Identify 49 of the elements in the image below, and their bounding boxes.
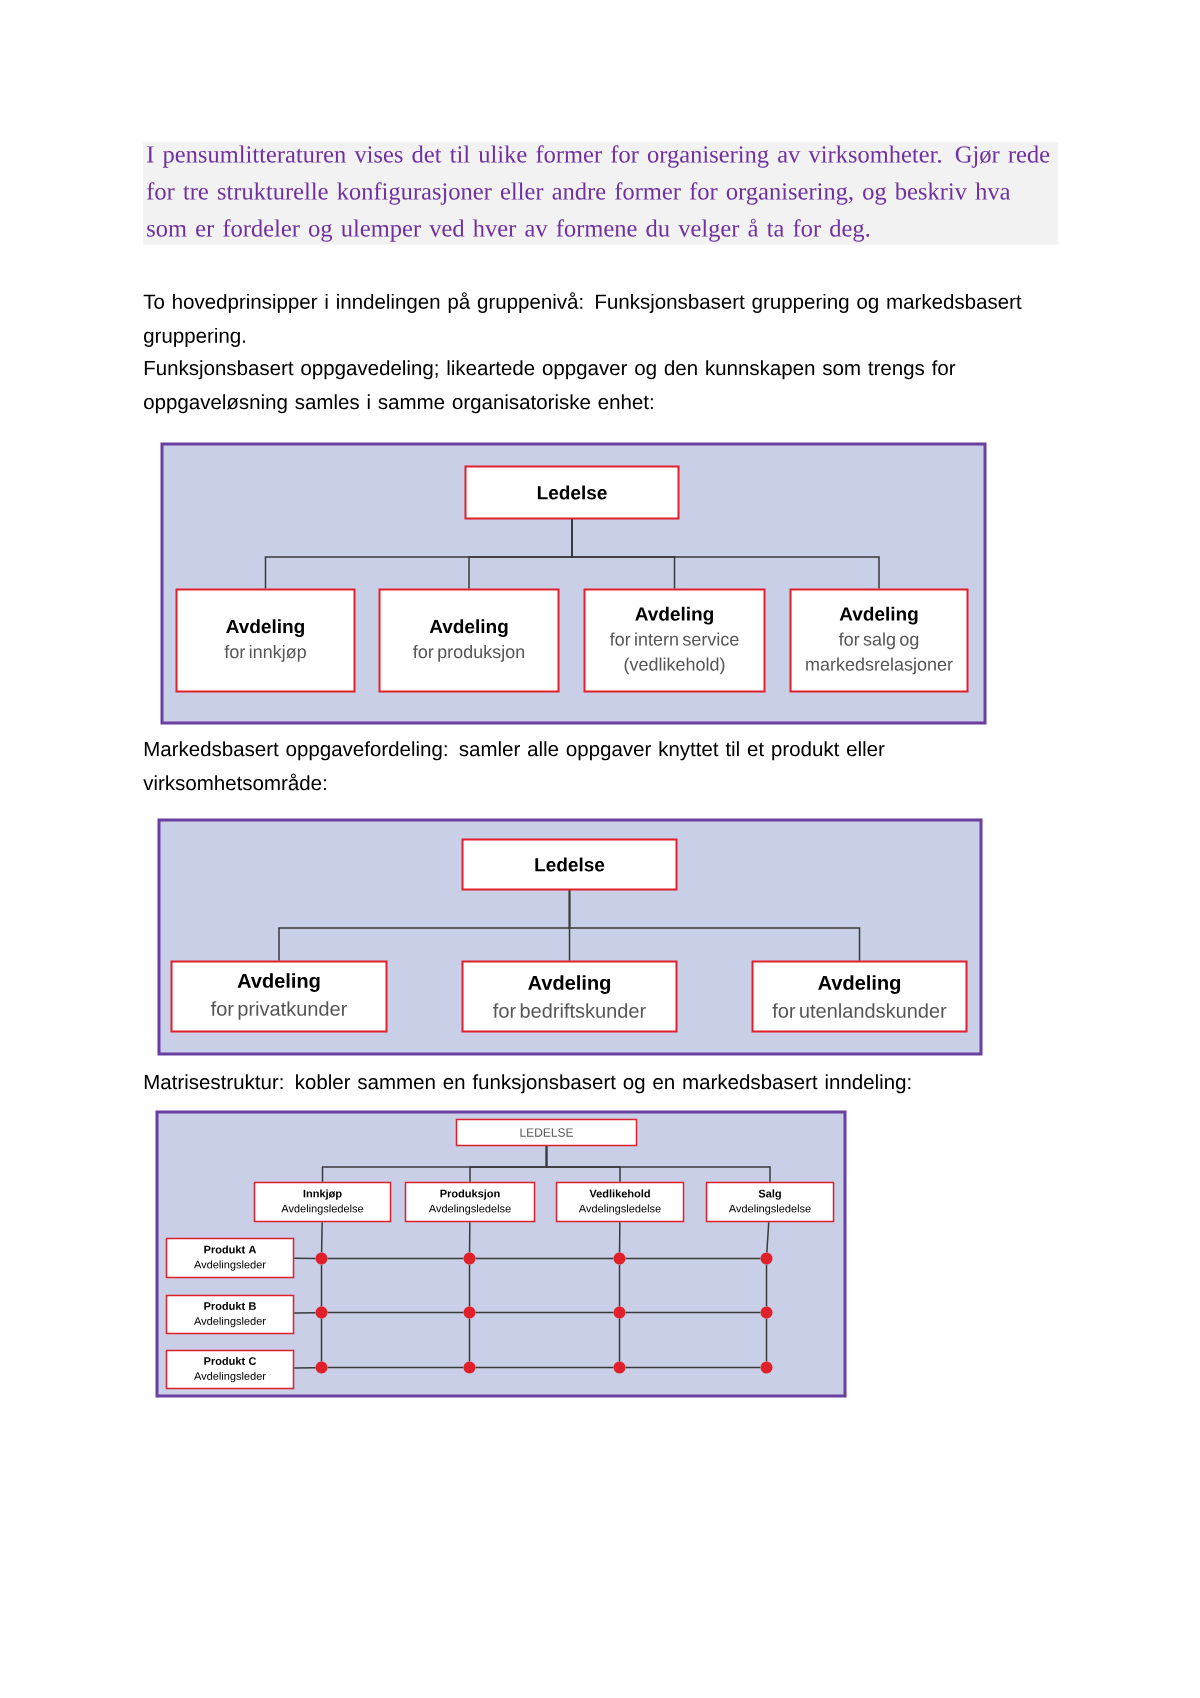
- connector-line: [571, 518, 880, 590]
- connector-line: [474, 1257, 615, 1260]
- connector-line: [545, 1145, 771, 1183]
- org-box: Avdeling for intern service (vedlikehold): [583, 588, 766, 693]
- org-box: Avdeling for utenlandskunder: [751, 960, 968, 1033]
- org-box: LEDELSE: [455, 1118, 638, 1147]
- connector-line: [618, 1221, 621, 1254]
- org-box: Produkt A Avdelingsleder: [165, 1237, 295, 1279]
- org-box: Avdeling for privatkunder: [170, 960, 388, 1033]
- body-text: Matrisestruktur: kobler sammen en funksjonsbasert og en markedsbasert inndeling:: [144, 1074, 911, 1094]
- org-box: Avdeling for innkjøp: [175, 588, 356, 693]
- connector-line: [624, 1366, 762, 1369]
- org-box: Ledelse: [461, 838, 678, 891]
- org-box: Salg Avdelingsledelse: [705, 1181, 835, 1223]
- body-text: Markedsbasert oppgavefordeling: samler alle oppgaver knyttet til et produkt eller virksomhetsområde:: [143, 741, 885, 791]
- connector-line: [293, 1257, 317, 1260]
- connector-line: [320, 1263, 323, 1308]
- body-text: Funksjonsbasert oppgavedeling; likeartede oppgaver og den kunnskapen som trengs for oppgaveløsning samles i samme organisatoriske enhet:: [144, 360, 956, 414]
- connector-line: [618, 1263, 621, 1308]
- question-block: I pensumlitteraturen vises det til ulike former for organisering av virksomheter. Gjør rede for tre strukturelle konfigurasjoner eller andre former for organisering, og beskriv hva som er fordeler og ulemper ved hver av formene du velger å ta for deg.: [143, 142, 1059, 245]
- org-box: Produkt C Avdelingsleder: [165, 1349, 295, 1390]
- connector-line: [474, 1366, 615, 1369]
- connector-line: [468, 1263, 471, 1308]
- org-box: Innkjøp Avdelingsledelse: [253, 1181, 392, 1223]
- org-box: Avdeling for bedriftskunder: [461, 960, 678, 1033]
- connector-line: [468, 1317, 471, 1363]
- connector-line: [326, 1311, 465, 1314]
- org-box: Produksjon Avdelingsledelse: [404, 1181, 536, 1223]
- org-box: Avdeling for produksjon: [378, 588, 560, 693]
- org-box: Avdeling for salg og markedsrelasjoner: [789, 588, 969, 693]
- connector-line: [766, 1221, 770, 1254]
- connector-line: [326, 1366, 465, 1369]
- connector-line: [320, 1221, 323, 1254]
- connector-line: [326, 1257, 465, 1260]
- connector-line: [293, 1311, 317, 1314]
- org-box: Vedlikehold Avdelingsledelse: [555, 1181, 685, 1223]
- body-text: To hovedprinsipper i inndelingen på gruppenivå: Funksjonsbasert gruppering og markedsbasert gruppering.: [143, 292, 1022, 347]
- connector-line: [320, 1317, 323, 1363]
- connector-line: [468, 1221, 471, 1254]
- connector-line: [765, 1263, 768, 1308]
- connector-line: [618, 1317, 621, 1363]
- connector-line: [568, 889, 861, 962]
- connector-line: [624, 1311, 762, 1314]
- connector-line: [474, 1311, 615, 1314]
- connector-line: [765, 1317, 768, 1363]
- org-box: Ledelse: [464, 465, 680, 520]
- org-box: Produkt B Avdelingsleder: [165, 1294, 295, 1335]
- connector-line: [624, 1257, 762, 1260]
- connector-line: [293, 1366, 317, 1369]
